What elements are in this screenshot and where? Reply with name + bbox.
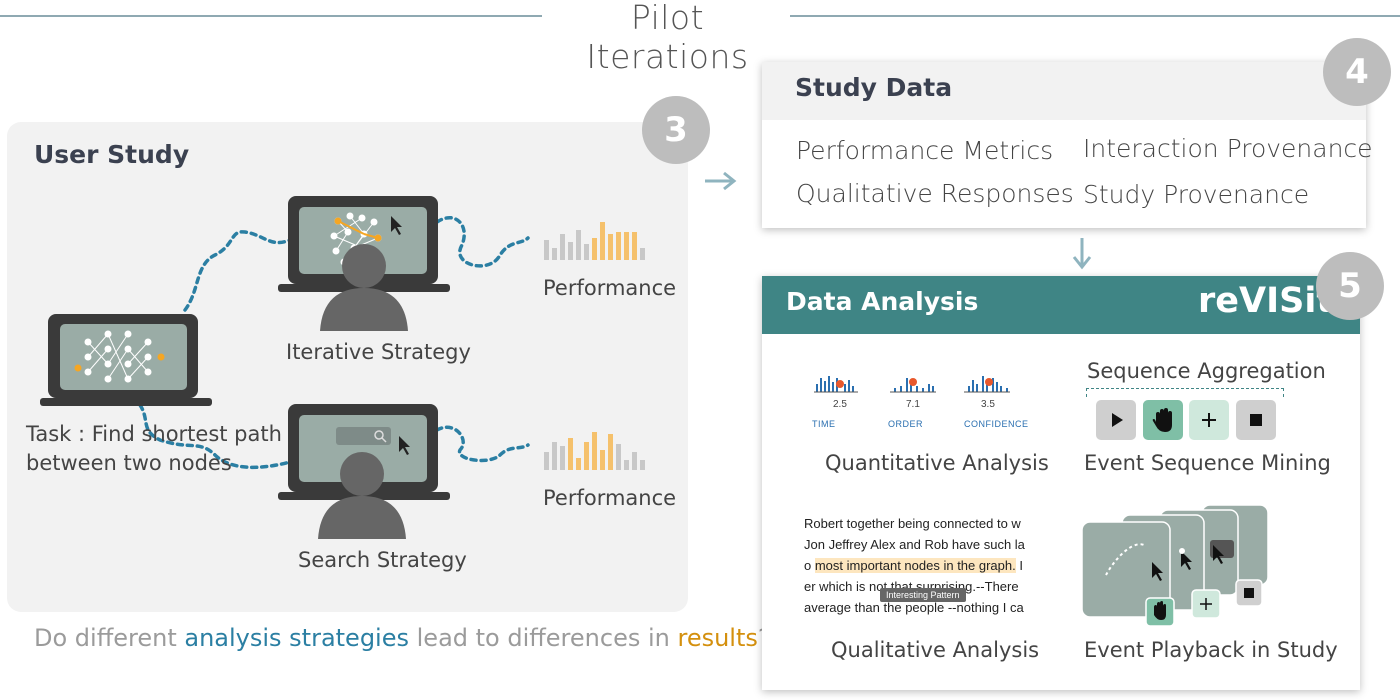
excerpt-line-1: Robert together being connected to w	[804, 516, 1021, 531]
play-control[interactable]	[1096, 400, 1136, 440]
search-monitor-icon	[278, 404, 450, 539]
event-playback-illustration	[1082, 505, 1269, 627]
metric-qualitative-responses: Qualitative Responses	[796, 179, 1074, 208]
stop-control[interactable]	[1236, 400, 1276, 440]
user-study-heading: User Study	[34, 140, 190, 169]
step-badge-4: 4	[1323, 38, 1391, 106]
excerpt-line-3-suffix: I	[1015, 558, 1023, 573]
metric-order-label: ORDER	[888, 419, 924, 429]
quantitative-analysis-label: Quantitative Analysis	[825, 451, 1049, 475]
sequence-bracket	[1086, 388, 1284, 397]
interesting-pattern-tooltip: Interesting Pattern	[880, 588, 966, 602]
event-playback-label: Event Playback in Study	[1084, 638, 1338, 662]
iterative-monitor-icon	[278, 196, 450, 331]
search-strategy-label: Search Strategy	[298, 548, 467, 572]
excerpt-line-2: Jon Jeffrey Alex and Rob have such la	[804, 537, 1025, 552]
qualitative-analysis-label: Qualitative Analysis	[831, 638, 1040, 662]
revisit-brand: reVISit	[1198, 281, 1334, 321]
task-line-1: Task : Find shortest path	[26, 422, 282, 446]
research-question: Do different analysis strategies lead to…	[34, 624, 771, 652]
metric-study-provenance: Study Provenance	[1083, 180, 1310, 209]
iterative-strategy-label: Iterative Strategy	[286, 340, 471, 364]
data-analysis-header	[762, 276, 1360, 334]
sequence-controls	[1096, 400, 1276, 440]
dashed-paths	[138, 216, 530, 470]
metric-confidence-value: 3.5	[981, 399, 995, 410]
performance-bars-top	[544, 222, 645, 260]
performance-bottom-label: Performance	[543, 486, 677, 510]
step-badge-3: 3	[642, 96, 710, 164]
title-rule-right	[790, 15, 1400, 17]
title-rule-left	[0, 15, 542, 17]
excerpt-line-5: average than the people --nothing I ca	[804, 600, 1024, 615]
sequence-aggregation-title: Sequence Aggregation	[1087, 359, 1326, 383]
qualitative-excerpt: Robert together being connected to w Jon…	[762, 516, 1062, 616]
question-highlight-strategies: analysis strategies	[184, 624, 409, 652]
arrow-right-icon	[705, 171, 737, 191]
event-sequence-mining-label: Event Sequence Mining	[1084, 451, 1331, 475]
page-title: Pilot Iterations	[586, 0, 749, 76]
arrow-down-icon	[1072, 238, 1092, 270]
task-laptop-icon	[40, 314, 212, 406]
excerpt-line-3-prefix: o	[804, 558, 815, 573]
metric-time-label: TIME	[812, 419, 836, 429]
question-part-2: lead to differences in	[409, 624, 678, 652]
performance-bars-bottom	[544, 432, 645, 470]
data-analysis-card	[762, 276, 1360, 690]
study-data-header	[762, 62, 1366, 120]
hand-control[interactable]	[1143, 400, 1183, 440]
metric-performance: Performance Metrics	[796, 136, 1054, 165]
data-analysis-heading: Data Analysis	[786, 287, 979, 316]
task-line-2: between two nodes	[26, 451, 232, 475]
metric-order-value: 7.1	[906, 399, 920, 410]
question-highlight-results: results	[677, 624, 758, 652]
metric-confidence-label: CONFIDENCE	[964, 419, 1029, 429]
plus-control[interactable]	[1189, 400, 1229, 440]
step-badge-5: 5	[1316, 252, 1384, 320]
metric-time-value: 2.5	[833, 399, 847, 410]
study-data-card	[762, 62, 1366, 228]
quantitative-mini-charts	[814, 376, 1010, 393]
metric-interaction-provenance: Interaction Provenance	[1083, 134, 1373, 163]
excerpt-highlight: most important nodes in the graph.	[814, 558, 1016, 573]
question-part-1: Do different	[34, 624, 185, 652]
study-data-heading: Study Data	[795, 73, 953, 102]
performance-top-label: Performance	[543, 276, 677, 300]
excerpt-line-3: o most important nodes in the graph. I	[804, 558, 1044, 573]
